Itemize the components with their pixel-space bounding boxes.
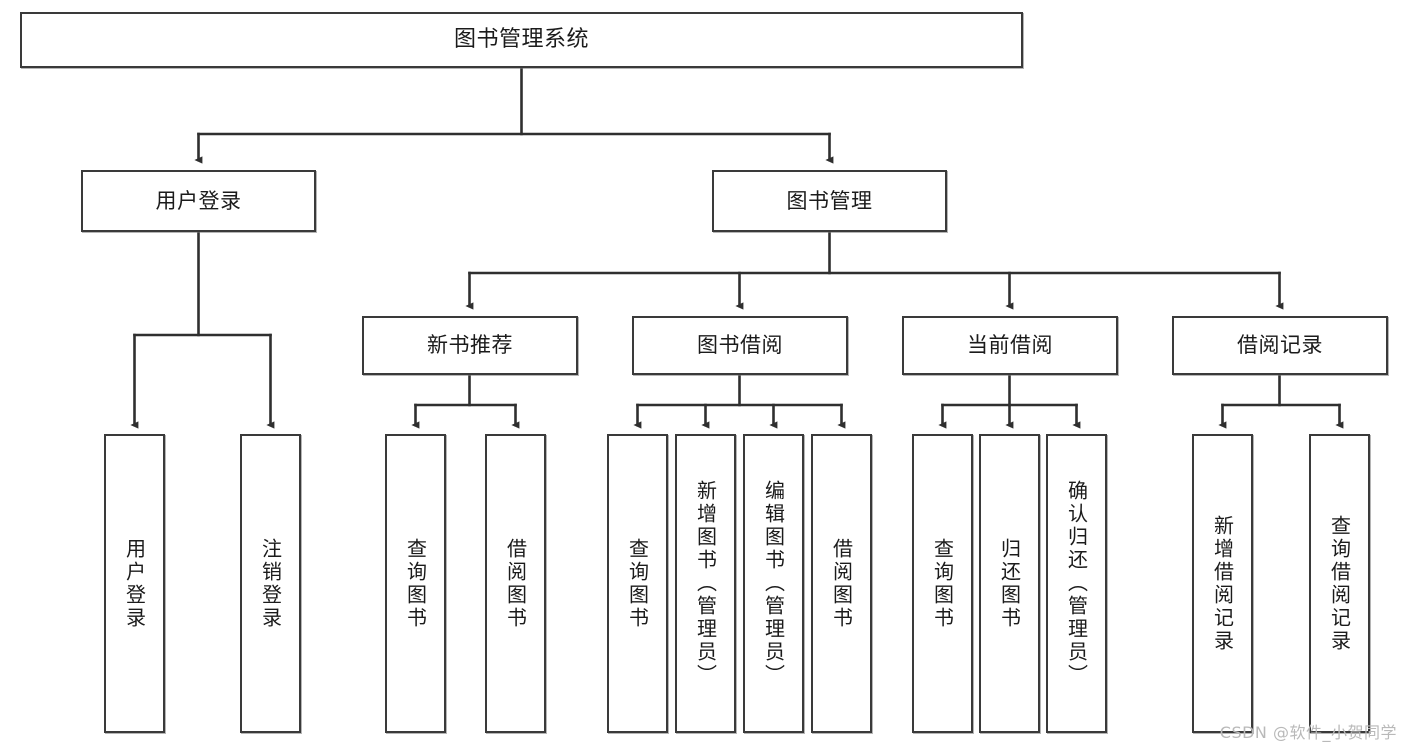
leaf-book-borrow-borrow[interactable]: 借阅图书 [811, 434, 872, 733]
node-label: 图书管理系统 [453, 27, 589, 53]
node-label: 查询图书 [930, 537, 955, 630]
leaf-user-login-login[interactable]: 用户登录 [104, 434, 165, 733]
node-label: 注销登录 [258, 537, 283, 630]
node-book-management[interactable]: 图书管理 [712, 170, 947, 232]
leaf-current-borrow-confirm-return-admin[interactable]: 确认归还（管理员） [1046, 434, 1107, 733]
node-label: 新增图书（管理员） [693, 480, 718, 687]
leaf-book-borrow-query[interactable]: 查询图书 [607, 434, 668, 733]
node-label: 新书推荐 [427, 333, 513, 358]
node-label: 确认归还（管理员） [1064, 480, 1089, 687]
leaf-current-borrow-query[interactable]: 查询图书 [912, 434, 973, 733]
node-current-borrowing[interactable]: 当前借阅 [902, 316, 1118, 375]
csdn-watermark: CSDN @软件_小贺同学 [1219, 723, 1397, 742]
node-label: 查询借阅记录 [1327, 514, 1352, 653]
node-label: 借阅图书 [503, 537, 528, 630]
leaf-user-login-logout[interactable]: 注销登录 [240, 434, 301, 733]
node-label: 查询图书 [625, 537, 650, 630]
leaf-book-borrow-add-admin[interactable]: 新增图书（管理员） [675, 434, 736, 733]
node-label: 借阅记录 [1237, 333, 1323, 358]
node-label: 当前借阅 [967, 333, 1053, 358]
node-label: 用户登录 [155, 188, 242, 213]
node-label: 借阅图书 [829, 537, 854, 630]
node-label: 查询图书 [403, 537, 428, 630]
node-label: 图书借阅 [697, 333, 783, 358]
node-borrowing-record[interactable]: 借阅记录 [1172, 316, 1388, 375]
node-label: 用户登录 [122, 537, 147, 630]
node-label: 图书管理 [786, 188, 873, 213]
node-book-borrowing[interactable]: 图书借阅 [632, 316, 848, 375]
node-label: 编辑图书（管理员） [761, 480, 786, 687]
node-user-login[interactable]: 用户登录 [81, 170, 316, 232]
leaf-current-borrow-return[interactable]: 归还图书 [979, 434, 1040, 733]
node-new-book-recommendation[interactable]: 新书推荐 [362, 316, 578, 375]
leaf-borrow-record-add[interactable]: 新增借阅记录 [1192, 434, 1253, 733]
leaf-book-borrow-edit-admin[interactable]: 编辑图书（管理员） [743, 434, 804, 733]
leaf-new-book-borrow[interactable]: 借阅图书 [485, 434, 546, 733]
node-label: 新增借阅记录 [1210, 514, 1235, 653]
leaf-borrow-record-query[interactable]: 查询借阅记录 [1309, 434, 1370, 733]
node-label: 归还图书 [997, 537, 1022, 630]
leaf-new-book-query[interactable]: 查询图书 [385, 434, 446, 733]
node-root-book-management-system[interactable]: 图书管理系统 [20, 12, 1023, 68]
